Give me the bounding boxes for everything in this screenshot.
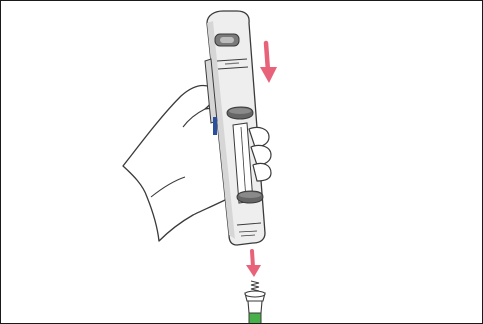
bottom-down-arrow-icon: [246, 251, 261, 277]
top-down-arrow-icon: [260, 43, 277, 83]
needle-assembly-icon: [245, 281, 265, 324]
